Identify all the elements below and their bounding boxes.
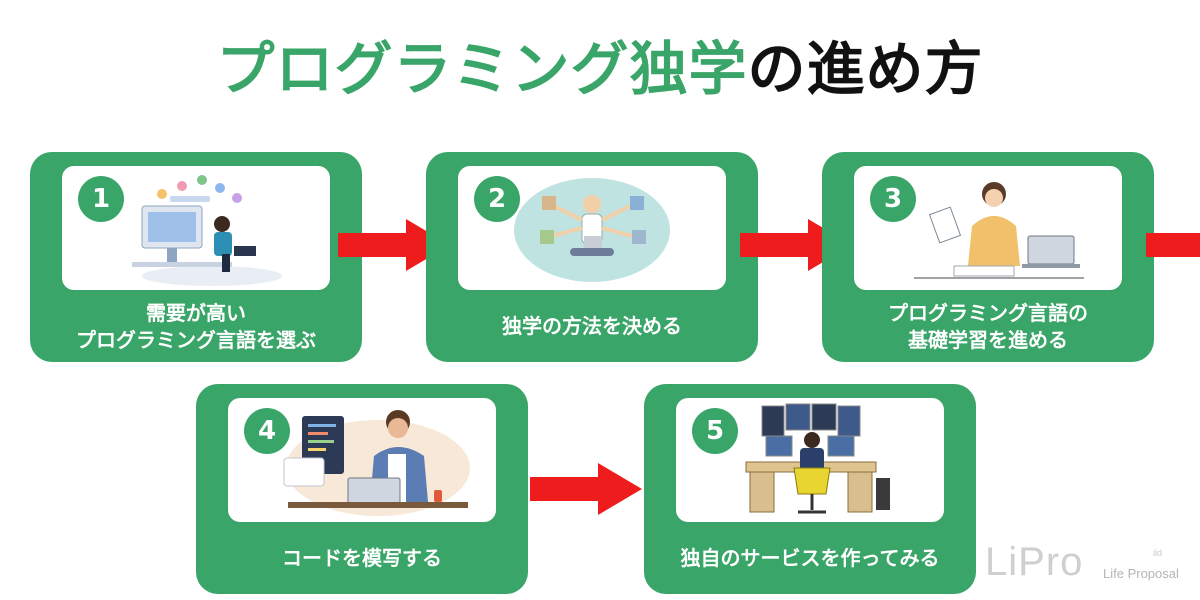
step-label-line: プログラミング言語を選ぶ (76, 328, 316, 352)
step-number-badge: 1 (78, 176, 124, 222)
step-5-illustration-frame: 5 (676, 398, 944, 522)
step-2-illustration-frame: 2 (458, 166, 726, 290)
step-label: コードを模写する (196, 522, 528, 594)
step-label-line: 需要が高い (146, 301, 246, 325)
step-1-illustration-frame: 1 (62, 166, 330, 290)
step-label-line: 独自のサービスを作ってみる (680, 545, 940, 570)
step-label-line: コードを模写する (282, 545, 442, 570)
multi-monitor-workstation-illustration (745, 403, 890, 514)
step-card-5: 5 独自のサービスを作ってみる (644, 384, 976, 594)
programmer-coding-illustration (283, 410, 470, 516)
logo-text: LiPro (985, 540, 1084, 584)
title-green-part: プログラミング独学 (216, 35, 748, 103)
step-label-line: 基礎学習を進める (908, 328, 1068, 352)
step-3-illustration-frame: 3 (854, 166, 1122, 290)
step-card-2: 2 独学の方法を決める (426, 152, 758, 362)
step-number-badge: 2 (474, 176, 520, 222)
step-number-badge: 5 (692, 408, 738, 454)
step-card-3: 3 プログラミング言語の 基礎学習を進める (822, 152, 1154, 362)
step-label: 独学の方法を決める (426, 290, 758, 362)
step-label: 需要が高い プログラミング言語を選ぶ (30, 292, 362, 362)
logo-small-text: ild (1153, 548, 1163, 558)
step-label: 独自のサービスを作ってみる (644, 522, 976, 594)
title-black-part: の進め方 (747, 35, 984, 103)
step-number-badge: 4 (244, 408, 290, 454)
step-label-line: 独学の方法を決める (502, 313, 682, 338)
lipro-logo: LiPro ild Life Proposal (985, 540, 1195, 590)
arrow-right-icon (530, 463, 642, 515)
multitasking-person-illustration (514, 178, 670, 282)
arrow-right-icon (1146, 233, 1200, 257)
step-4-illustration-frame: 4 (228, 398, 496, 522)
arrow-right-icon (338, 219, 450, 271)
step-label: プログラミング言語の 基礎学習を進める (822, 292, 1154, 362)
logo-tagline: Life Proposal (1103, 566, 1179, 581)
step-card-4: 4 コードを模写する (196, 384, 528, 594)
step-card-1: 1 需要が高い プログラミング言語を選ぶ (30, 152, 362, 362)
step-label-line: プログラミング言語の (888, 301, 1088, 325)
person-with-documents-illustration (914, 182, 1084, 279)
page-title: プログラミング独学の進め方 (0, 40, 1200, 98)
step-number-badge: 3 (870, 176, 916, 222)
developer-at-computer-illustration (132, 175, 282, 286)
